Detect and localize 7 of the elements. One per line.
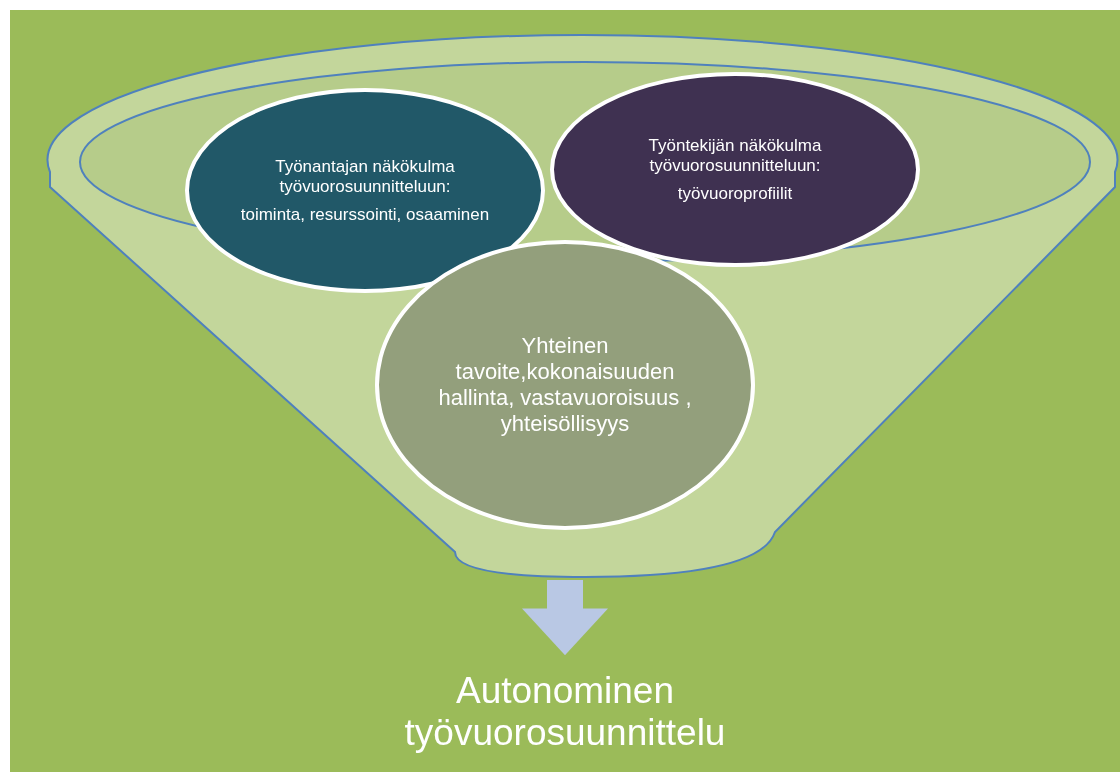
heading-text: Työntekijän näkökulma työvuorosuunnitteluun: [647, 135, 823, 176]
result-text: Autonominen työvuorosuunnittelu [403, 670, 727, 754]
block-arrow [521, 580, 609, 656]
body-text: työvuoroprofiilit [677, 183, 793, 204]
heading-text: Työnantajan näkökulma työvuorosuunnitteluun: [274, 156, 456, 197]
body-text: toiminta, resurssointi, osaaminen [240, 204, 490, 225]
body-text: Yhteinen tavoite,kokonaisuuden hallinta, vastavuoroisuus , yhteisöllisyys [437, 333, 693, 437]
